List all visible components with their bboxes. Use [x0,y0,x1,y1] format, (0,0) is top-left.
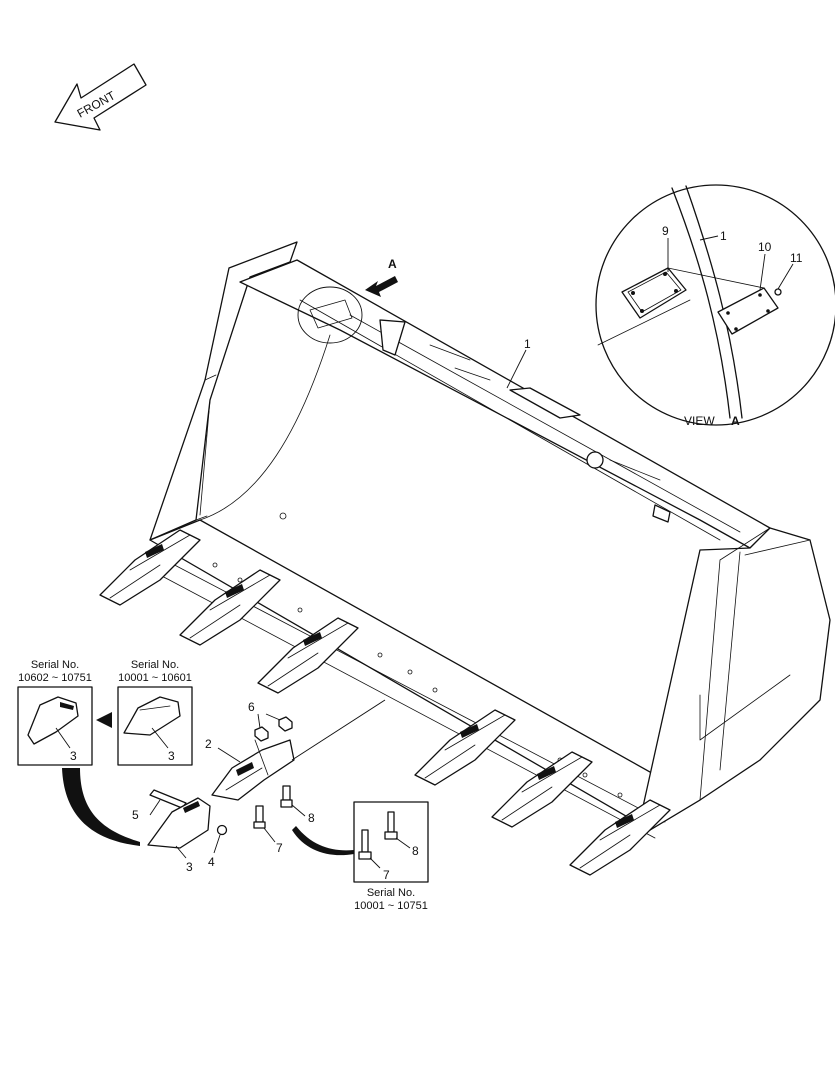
tooth-2 [179,569,281,646]
callout-adapter-number: 2 [205,737,212,751]
callout-bolt-box-number: 7 [383,868,390,882]
serial-middle-range: 10001 ~ 10601 [118,672,192,684]
serial-middle-title: Serial No. [131,659,179,671]
callout-nut-number: 6 [248,700,255,714]
callout-tooth-box-left: 3 [70,749,77,763]
arrow-left-icon [96,712,112,728]
view-a-label: A [388,257,397,271]
tooth-6 [569,799,671,876]
bucket-body [149,241,831,839]
serial-left-range: 10602 ~ 10751 [18,672,92,684]
callout-pin-number: 5 [132,808,139,822]
callout-screw-number: 11 [790,251,803,265]
callout-bolt-main-number: 7 [276,841,283,855]
tooth-3 [257,617,359,694]
callout-tooth-box-middle: 3 [168,749,175,763]
serial-box-bolts: 7 8 Serial No. 10001 ~ 10751 [353,801,429,912]
view-a-arrow: A [365,257,398,297]
callout-bolt-short-box-number: 8 [412,844,419,858]
callout-bucket-number: 1 [524,337,531,351]
exploded-tooth-assembly: 5 3 4 2 6 7 8 [132,699,386,874]
callout-detail-bucket-number: 1 [720,229,727,243]
view-caption-prefix: VIEW [684,414,715,428]
serial-box-left: Serial No. 10602 ~ 10751 3 [17,659,93,766]
callout-cover-number: 10 [758,240,772,254]
serial-box-middle: Serial No. 10001 ~ 10601 3 [117,659,193,766]
serial-bolts-title: Serial No. [367,887,415,899]
tooth-5 [491,751,593,828]
callout-plate-number: 9 [662,224,669,238]
callout-tooth-main-number: 3 [186,860,193,874]
view-a-marker-circle [297,286,363,344]
tooth-1 [99,529,201,606]
curved-arrow-icon [62,768,140,846]
front-arrow: FRONT [54,63,147,131]
teeth-row [99,529,671,876]
serial-bolts-range: 10001 ~ 10751 [354,900,428,912]
view-a-detail: 9 1 10 11 VIEW A [595,184,835,428]
view-caption-letter: A [731,414,740,428]
serial-left-title: Serial No. [31,659,79,671]
callout-bolt-short-main-number: 8 [308,811,315,825]
curved-arrow-bolts-icon [292,826,354,856]
callout-bucket: 1 [506,337,531,389]
tooth-4 [414,709,516,786]
callout-washer-number: 4 [208,855,215,869]
